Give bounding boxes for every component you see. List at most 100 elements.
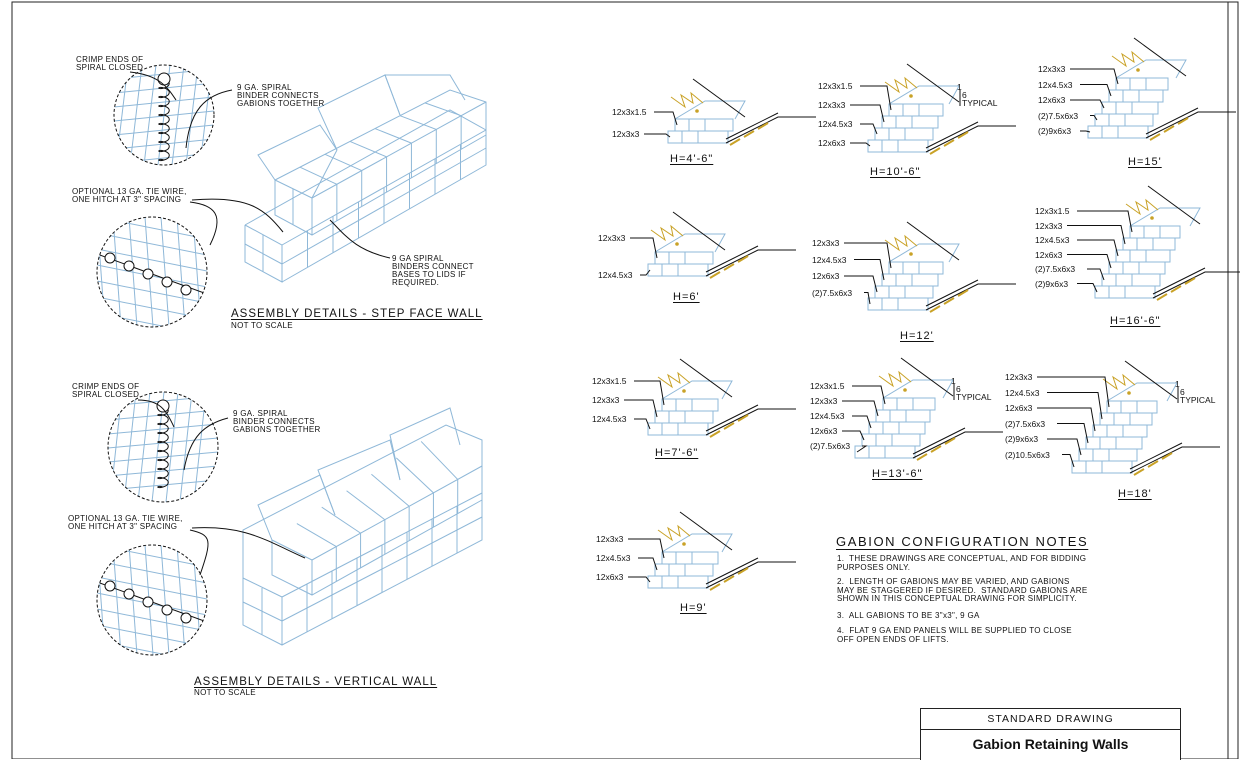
mesh-line — [97, 232, 207, 256]
label-leader — [850, 104, 885, 123]
wall-height-label: H=12' — [900, 330, 934, 342]
ground-line — [925, 283, 1016, 311]
gabion-tier — [1094, 113, 1154, 127]
vertical-lid — [389, 407, 461, 481]
soil-hatch — [657, 524, 691, 542]
mesh-line — [114, 110, 214, 122]
soil-mark — [1136, 68, 1140, 72]
crimp-callout-step: CRIMP ENDS OF SPIRAL CLOSED — [76, 55, 144, 72]
gabion-size-label: (2)7.5x6x3 — [1035, 264, 1076, 274]
label-leader — [844, 242, 892, 269]
soil-hatch — [657, 371, 691, 389]
tie-hitch — [180, 284, 192, 296]
vertical-wall-subtitle: NOT TO SCALE — [194, 688, 256, 697]
label-leader — [634, 380, 665, 406]
label-leader — [644, 133, 671, 138]
slope-line — [679, 511, 733, 551]
label-leader — [1047, 392, 1103, 420]
gabion-size-label: 12x4.5x3 — [592, 414, 627, 424]
gabion-cap — [882, 379, 954, 399]
ground-line — [925, 279, 979, 307]
detail-circle-outline — [113, 64, 215, 166]
mesh-line — [114, 152, 214, 164]
gabion-tier — [661, 398, 719, 412]
label-leader — [842, 430, 865, 441]
vertical-upper — [271, 499, 483, 596]
gabion-tier — [861, 433, 921, 447]
mesh-line — [97, 545, 207, 568]
gabion-size-label: 12x4.5x3 — [810, 411, 845, 421]
gabion-tier — [874, 127, 934, 141]
label-leader — [1047, 438, 1082, 456]
label-leader — [624, 399, 658, 418]
ground-line — [705, 404, 759, 432]
gabion-tier — [888, 261, 944, 275]
gabion-size-label: 12x4.5x3 — [598, 270, 633, 280]
mesh-line — [137, 392, 151, 502]
tie-hitch — [104, 580, 116, 592]
batter-note: 1 — [951, 376, 956, 386]
label-leader — [1067, 254, 1112, 269]
ground-soil — [916, 437, 956, 461]
gabion-cap — [1106, 382, 1178, 402]
mesh-line — [108, 437, 218, 449]
gabion-size-label: 12x6x3 — [1038, 95, 1066, 105]
mesh-line — [108, 479, 218, 491]
wall-height-label: H=7'-6" — [655, 447, 699, 459]
gabion-tier — [1108, 261, 1166, 275]
gabion-size-label: 12x6x3 — [1035, 249, 1063, 260]
mesh-line — [112, 217, 122, 327]
label-leader — [1077, 283, 1098, 293]
label-leader — [1080, 130, 1091, 133]
label-leader — [1077, 210, 1133, 233]
label-leader — [1070, 68, 1119, 85]
soil-mark — [909, 94, 913, 98]
gabion-size-label: (2)7.5x6x3 — [1038, 110, 1079, 121]
step-lid — [384, 74, 466, 116]
detail-grid — [97, 217, 207, 327]
mesh-line — [108, 392, 109, 502]
gabion-size-label: 12x4.5x3 — [596, 553, 631, 563]
step-cell-line — [349, 140, 387, 158]
spiral-detail-vertical — [107, 391, 219, 503]
gabion-size-label: 12x6x3 — [810, 426, 838, 436]
soil-hatch — [1111, 50, 1145, 68]
mesh-line — [179, 392, 193, 502]
wall-height-label: H=15' — [1128, 156, 1162, 168]
label-leader — [1080, 84, 1112, 97]
gabion-tier — [882, 397, 936, 411]
ground-soil — [1149, 117, 1189, 141]
mesh-line — [108, 451, 218, 463]
mesh-line — [114, 96, 214, 108]
mesh-line — [143, 65, 157, 165]
batter-note: 1 — [1175, 379, 1180, 389]
label-leader — [864, 292, 871, 305]
step-face-title: ASSEMBLY DETAILS - STEP FACE WALL — [231, 308, 483, 320]
soil-mark — [682, 389, 686, 393]
mesh-line — [108, 465, 218, 477]
tie-wire-callout-step: OPTIONAL 13 GA. TIE WIRE, ONE HITCH AT 3… — [72, 187, 187, 204]
ground-soil — [929, 289, 969, 313]
step-face-subtitle: NOT TO SCALE — [231, 321, 293, 330]
mesh-line — [176, 217, 186, 327]
gabion-size-label: 12x3x3 — [1035, 220, 1063, 231]
batter-note: 1 — [957, 82, 962, 92]
gabion-tier — [874, 285, 934, 299]
leader-line — [191, 527, 306, 559]
mesh-line — [97, 545, 106, 655]
gabion-size-label: 12x4.5x3 — [818, 119, 853, 129]
tie-detail-vertical — [96, 544, 208, 656]
soil-mark — [695, 109, 699, 113]
mesh-line — [176, 545, 186, 655]
slope-line — [1147, 185, 1201, 225]
ground-line — [705, 408, 796, 436]
ground-line — [1145, 111, 1236, 139]
mesh-line — [114, 138, 214, 150]
soil-mark — [909, 252, 913, 256]
config-section — [844, 221, 1016, 313]
vertical-cell-line — [296, 523, 337, 548]
ground-soil — [709, 255, 749, 279]
slope-line — [906, 221, 960, 261]
